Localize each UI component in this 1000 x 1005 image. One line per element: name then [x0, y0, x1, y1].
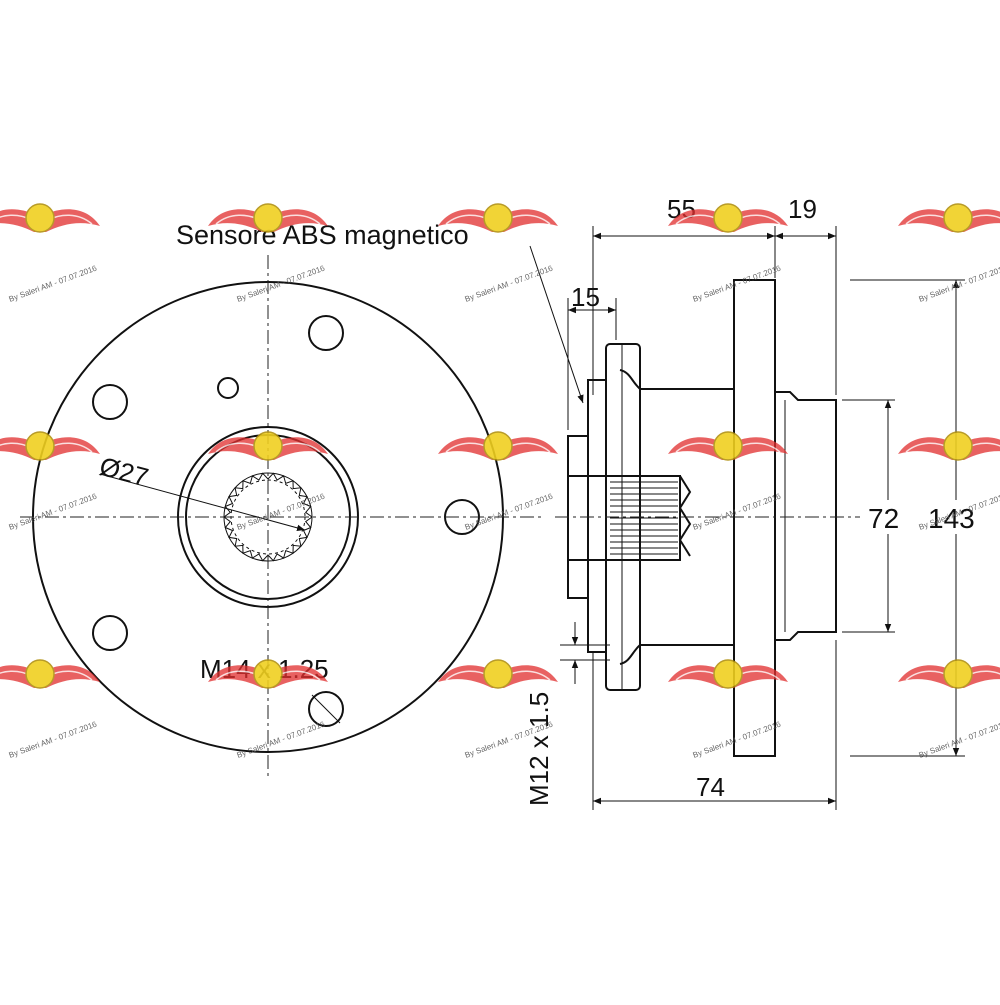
watermark-text: By Saleri AM - 07.07.2016 — [236, 491, 327, 531]
bore-dimension-line — [99, 473, 306, 531]
dim-19-label: 19 — [788, 194, 817, 224]
dim-74-label: 74 — [696, 772, 725, 802]
pilot-spigot — [775, 391, 837, 641]
bolt-hole-bottom — [308, 691, 344, 727]
watermark-text: By Saleri AM - 07.07.2016 — [8, 719, 99, 759]
watermark-logo — [0, 203, 101, 233]
abs-sensor-label: Sensore ABS magnetico — [176, 220, 469, 250]
side-view — [555, 279, 860, 757]
watermark-text: By Saleri AM - 07.07.2016 — [464, 263, 555, 303]
watermark-logo — [667, 659, 789, 689]
stud-thread-label: M12 x 1.5 — [524, 692, 554, 806]
watermark-text: By Saleri AM - 07.07.2016 — [692, 719, 783, 759]
bore-diameter-label: Ø27 — [96, 451, 151, 493]
dim-72-label: 72 — [868, 503, 899, 534]
dimensions: 55 19 15 72 143 74 M12 x 1.5 Sensore ABS… — [176, 194, 986, 810]
watermark-text: By Saleri AM - 07.07.2016 — [8, 491, 99, 531]
watermark-logo — [437, 659, 559, 689]
watermark-text: By Saleri AM - 07.07.2016 — [692, 263, 783, 303]
abs-leader-line — [529, 245, 584, 404]
watermark-text: By Saleri AM - 07.07.2016 — [8, 263, 99, 303]
watermark-logo — [897, 659, 1000, 689]
watermark-logo — [437, 431, 559, 461]
watermark-text: By Saleri AM - 07.07.2016 — [236, 719, 327, 759]
front-view: Ø27 M14 x 1.25 — [20, 255, 545, 780]
watermark-logo — [897, 431, 1000, 461]
dim-143-label: 143 — [928, 503, 975, 534]
locating-hole — [217, 377, 239, 399]
bolt-hole-upper-left — [92, 384, 128, 420]
bolt-hole-top — [308, 315, 344, 351]
watermark-logo — [207, 431, 329, 461]
watermark-logo — [897, 203, 1000, 233]
bolt-hole-lower-left — [92, 615, 128, 651]
watermark-text: By Saleri AM - 07.07.2016 — [918, 719, 1000, 759]
watermark-logo — [0, 431, 101, 461]
splined-shaft — [605, 475, 681, 561]
abs-sensor-ring — [587, 379, 607, 653]
shaft-splines — [610, 481, 678, 555]
watermark-text: By Saleri AM - 07.07.2016 — [918, 263, 1000, 303]
watermark-text: By Saleri AM - 07.07.2016 — [692, 491, 783, 531]
watermark-logo — [667, 431, 789, 461]
dim-15-label: 15 — [571, 282, 600, 312]
